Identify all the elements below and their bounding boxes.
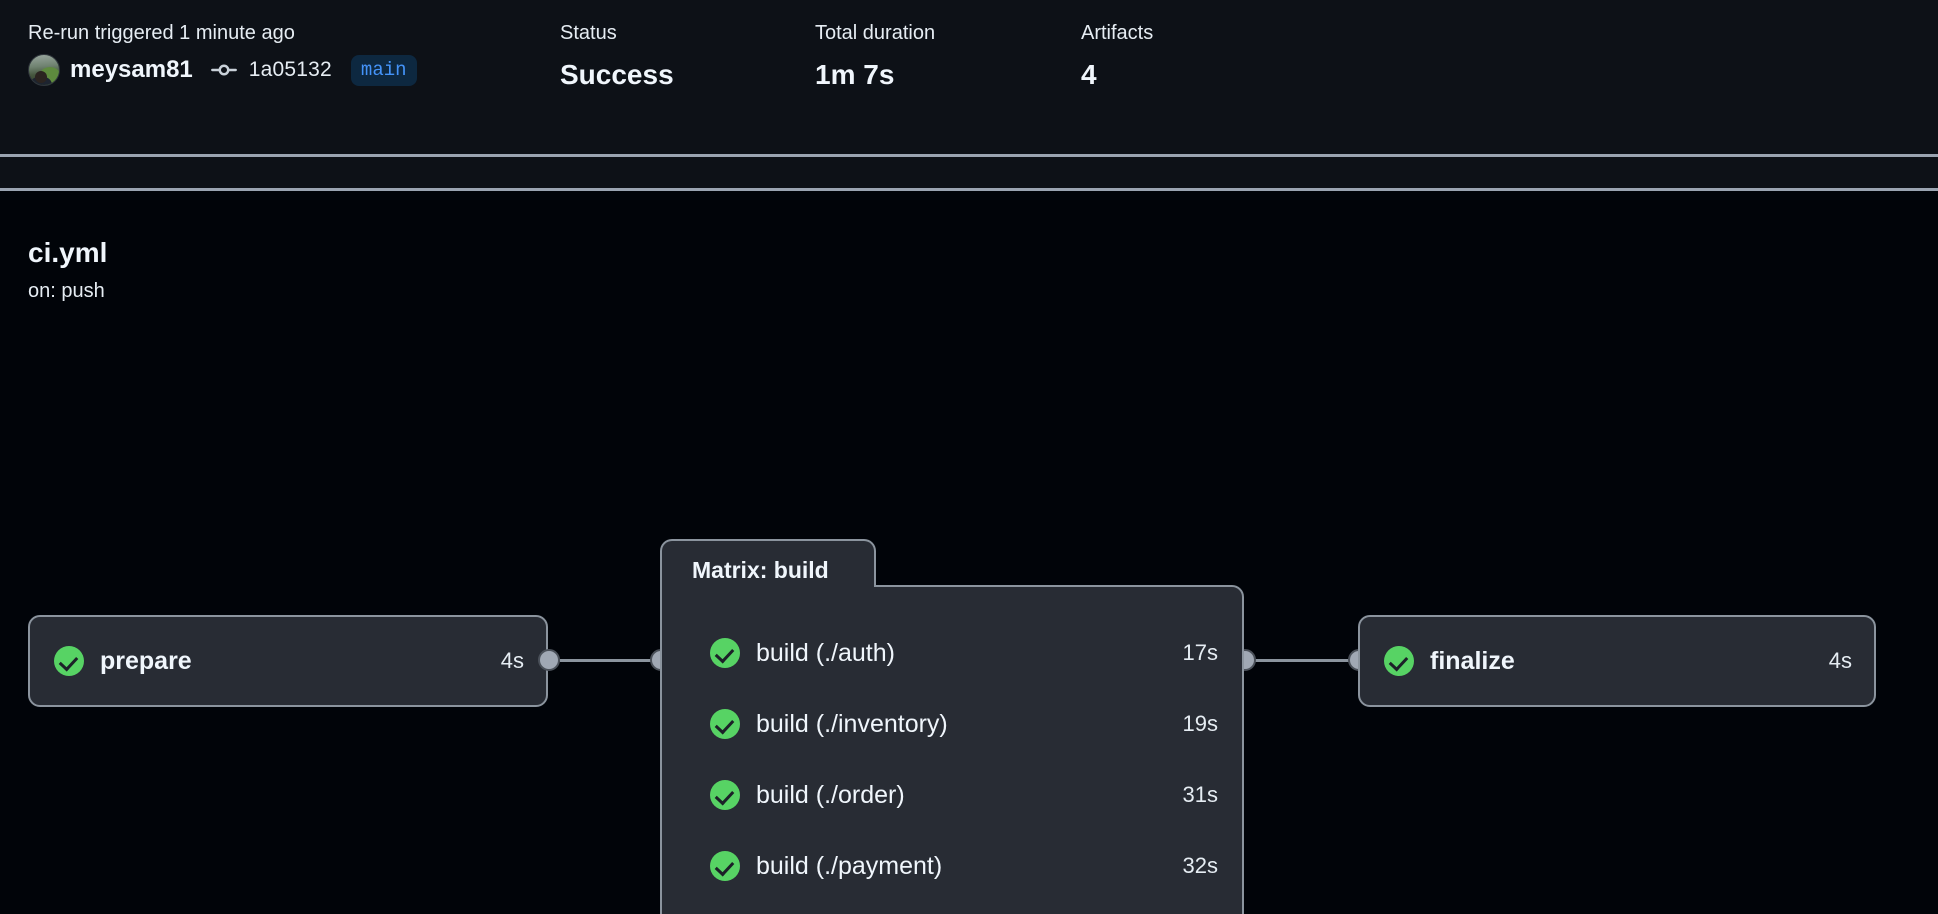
divider-top xyxy=(0,154,1938,157)
matrix-job-duration: 17s xyxy=(1182,639,1218,665)
branch-badge[interactable]: main xyxy=(350,54,417,86)
matrix-job-duration: 32s xyxy=(1182,852,1218,878)
trigger-label: Re-run triggered 1 minute ago xyxy=(28,22,295,44)
matrix-job-label: build (./inventory) xyxy=(756,709,948,738)
status-summary: Status Success xyxy=(560,20,674,92)
edge-matrix-to-finalize xyxy=(1244,659,1366,662)
job-node-finalize[interactable]: finalize 4s xyxy=(1358,615,1876,707)
job-node-duration: 4s xyxy=(500,648,524,673)
success-check-icon xyxy=(710,850,740,881)
header-gap-band xyxy=(0,157,1938,188)
matrix-job-label: build (./auth) xyxy=(756,638,895,667)
success-check-icon xyxy=(710,637,740,668)
matrix-group-label: Matrix: build xyxy=(692,557,829,583)
trigger-summary: Re-run triggered 1 minute ago meysam81 xyxy=(28,20,417,86)
status-value: Success xyxy=(560,59,674,90)
actor-row: meysam81 1a05132 main xyxy=(28,54,417,86)
run-summary-header: Re-run triggered 1 minute ago meysam81 xyxy=(0,0,1938,156)
matrix-job-row[interactable]: build (./order) 31s xyxy=(662,759,1242,830)
divider-bottom xyxy=(0,188,1938,191)
duration-label: Total duration xyxy=(815,22,936,44)
artifacts-label: Artifacts xyxy=(1081,22,1154,44)
matrix-job-row[interactable]: build (./payment) 32s xyxy=(662,830,1242,901)
git-commit-icon xyxy=(210,57,237,83)
commit-sha[interactable]: 1a05132 xyxy=(248,58,332,81)
job-node-content: finalize 4s xyxy=(1384,645,1852,677)
workflow-trigger-subtitle: on: push xyxy=(28,280,105,302)
success-check-icon xyxy=(1384,646,1414,676)
edge-prepare-to-matrix xyxy=(560,659,664,662)
duration-summary: Total duration 1m 7s xyxy=(815,20,935,92)
matrix-tab-seam xyxy=(662,583,874,589)
matrix-group-build[interactable]: Matrix: build build (./auth) 17s build (… xyxy=(660,539,1244,914)
matrix-job-duration: 31s xyxy=(1182,781,1218,807)
avatar[interactable] xyxy=(28,54,60,86)
job-node-label: finalize xyxy=(1430,647,1515,675)
artifacts-count: 4 xyxy=(1081,59,1097,90)
matrix-job-row[interactable]: build (./auth) 17s xyxy=(662,617,1242,688)
job-node-content: prepare 4s xyxy=(54,645,524,677)
avatar-head xyxy=(35,71,47,83)
actor-username[interactable]: meysam81 xyxy=(70,56,193,83)
success-check-icon xyxy=(54,646,84,676)
status-label: Status xyxy=(560,22,617,44)
success-check-icon xyxy=(710,779,740,810)
duration-value: 1m 7s xyxy=(815,59,895,90)
matrix-job-label: build (./payment) xyxy=(756,851,943,880)
job-node-duration: 4s xyxy=(1828,648,1852,673)
success-check-icon xyxy=(710,708,740,739)
job-node-label: prepare xyxy=(100,647,192,675)
workflow-graph-canvas[interactable]: ci.yml on: push prepare 4s Matrix: build xyxy=(0,191,1938,914)
artifacts-summary[interactable]: Artifacts 4 xyxy=(1081,20,1153,92)
page-title: ci.yml xyxy=(28,237,108,268)
matrix-job-label: build (./order) xyxy=(756,780,905,809)
job-node-prepare[interactable]: prepare 4s xyxy=(28,615,548,707)
matrix-group-body: build (./auth) 17s build (./inventory) 1… xyxy=(660,585,1244,914)
matrix-job-row[interactable]: build (./inventory) 19s xyxy=(662,688,1242,759)
handle-prepare-output[interactable] xyxy=(538,649,560,671)
matrix-job-duration: 19s xyxy=(1182,710,1218,736)
